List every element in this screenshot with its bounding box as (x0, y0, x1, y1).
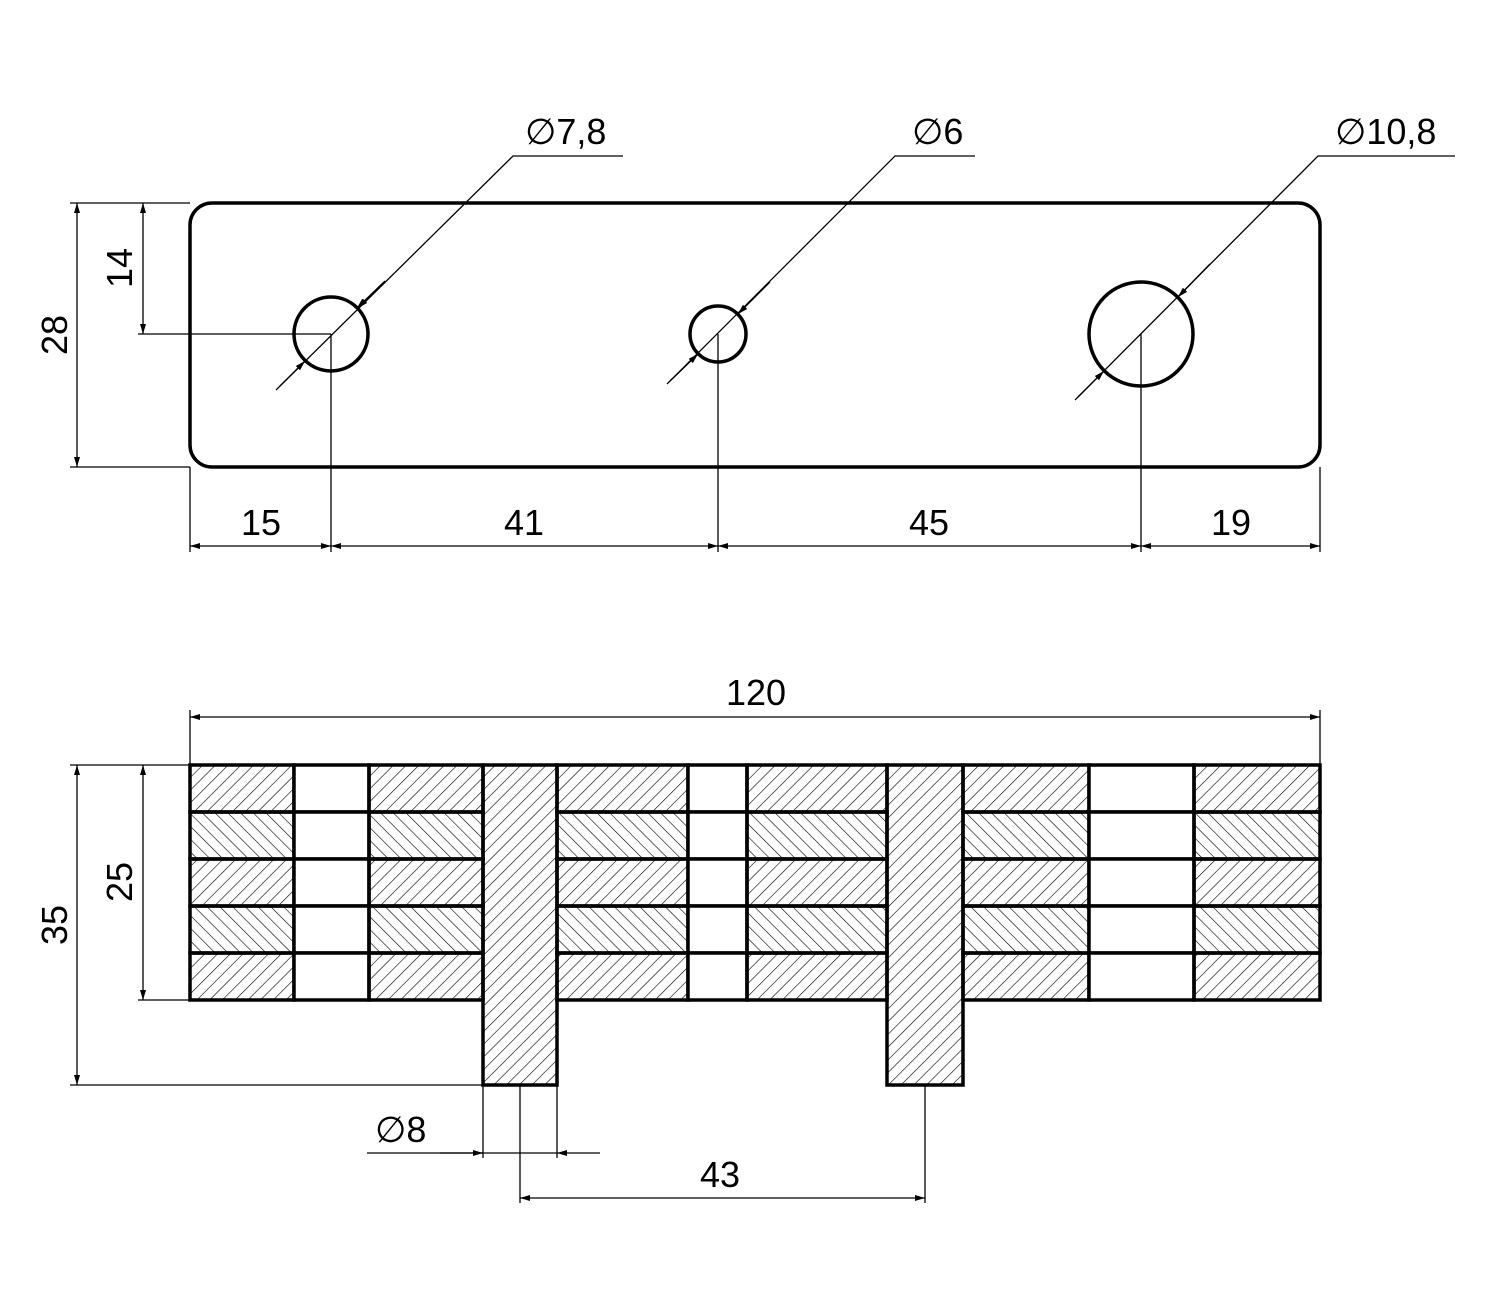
dim-120: 120 (726, 672, 786, 713)
layer-section (555, 810, 690, 861)
layer-section (188, 810, 296, 861)
pin-1 (481, 763, 559, 1087)
layer-gap (292, 904, 371, 955)
layer-gap (686, 763, 749, 814)
layer-section (1192, 904, 1322, 955)
hole-1-diameter-label: ∅7,8 (525, 111, 606, 152)
layer-section (188, 763, 296, 814)
dim-15: 15 (241, 502, 281, 543)
layer-section (1192, 951, 1322, 1002)
dim-19: 19 (1211, 502, 1251, 543)
layer-section (555, 951, 690, 1002)
layer-section (367, 951, 485, 1002)
section-view (188, 763, 1322, 1087)
dim-43: 43 (700, 1154, 740, 1195)
layer-gap (292, 810, 371, 861)
layer-section (188, 857, 296, 908)
layer-section (961, 904, 1091, 955)
layer-section (367, 763, 485, 814)
dim-pin-diameter: ∅8 (375, 1109, 426, 1150)
layer-section (188, 904, 296, 955)
layer-section (1192, 857, 1322, 908)
hole-2-diameter-label: ∅6 (912, 111, 963, 152)
hole-1-leader (275, 155, 623, 391)
hole-3-diameter-label: ∅10,8 (1335, 111, 1436, 152)
dim-35: 35 (34, 905, 75, 945)
layer-gap (1087, 810, 1196, 861)
extension-lines (70, 202, 1321, 552)
layer-section (745, 857, 889, 908)
layer-section (1192, 763, 1322, 814)
dim-28: 28 (34, 315, 75, 355)
layer-section (555, 857, 690, 908)
layer-section (1192, 810, 1322, 861)
dim-45: 45 (909, 502, 949, 543)
layer-gap (686, 810, 749, 861)
dim-14: 14 (99, 248, 140, 288)
layer-section (745, 951, 889, 1002)
layer-section (961, 763, 1091, 814)
layer-section (367, 810, 485, 861)
dim-25: 25 (99, 862, 140, 902)
layer-gap (1087, 763, 1196, 814)
layer-gap (292, 951, 371, 1002)
layer-gap (686, 904, 749, 955)
hole-3-leader (1074, 155, 1455, 401)
dim-41: 41 (504, 502, 544, 543)
pin-2 (885, 763, 965, 1087)
layer-section (961, 951, 1091, 1002)
layer-section (961, 857, 1091, 908)
layer-gap (1087, 951, 1196, 1002)
layer-gap (292, 857, 371, 908)
layer-section (555, 763, 690, 814)
layer-section (745, 904, 889, 955)
layer-gap (686, 857, 749, 908)
hole-2-leader (666, 155, 975, 385)
layer-section (555, 904, 690, 955)
layer-gap (292, 763, 371, 814)
layer-gap (686, 951, 749, 1002)
layer-section (367, 904, 485, 955)
layer-gap (1087, 904, 1196, 955)
plate-outline (188, 201, 1322, 469)
layer-section (961, 810, 1091, 861)
layer-section (367, 857, 485, 908)
section-dimensions: 120 35 25 ∅8 43 (34, 672, 1321, 1203)
layer-section (745, 810, 889, 861)
top-view: ∅7,8 ∅6 ∅10,8 28 14 (34, 111, 1455, 552)
layer-section (188, 951, 296, 1002)
layer-gap (1087, 857, 1196, 908)
layer-section (745, 763, 889, 814)
